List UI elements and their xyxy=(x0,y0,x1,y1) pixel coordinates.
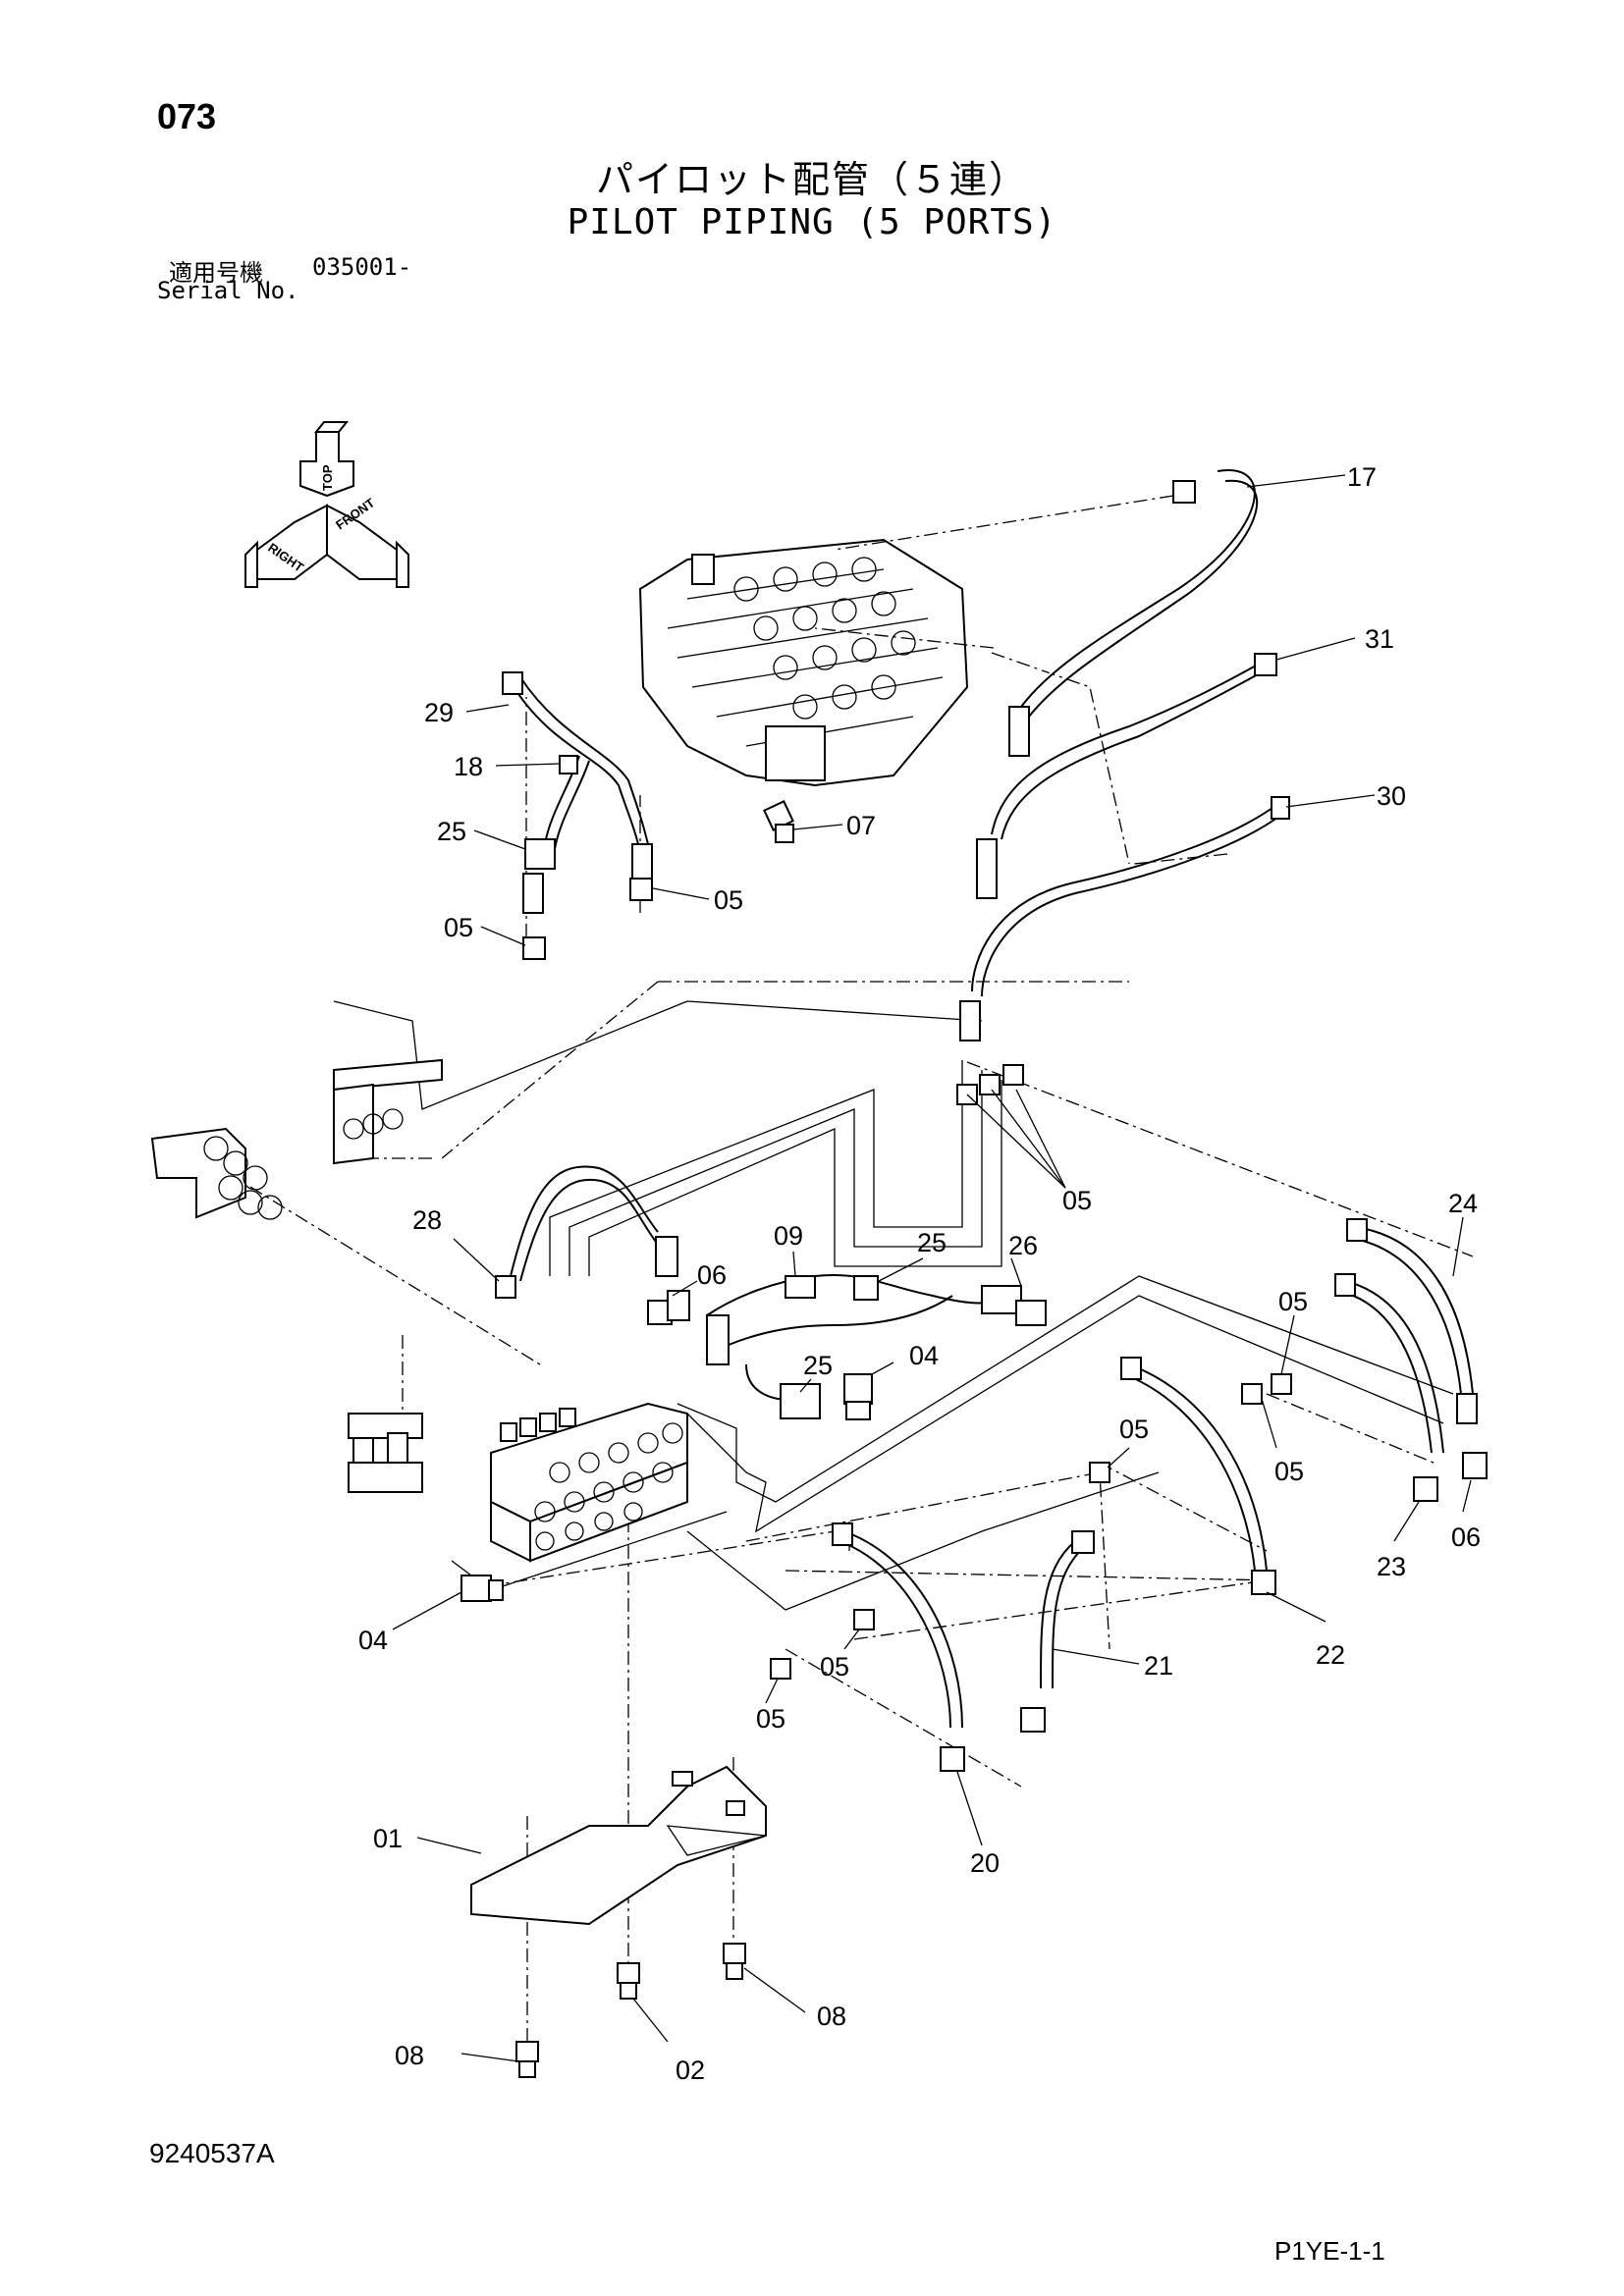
hose-18 xyxy=(522,755,590,914)
routing-outline xyxy=(333,1000,1454,1611)
hose-22 xyxy=(1120,1357,1276,1595)
callout-22: 22 xyxy=(1316,1640,1345,1670)
callout-05-upper-left: 05 xyxy=(444,913,473,942)
callout-30: 30 xyxy=(1377,781,1406,811)
callout-05-lower-right: 05 xyxy=(820,1652,849,1682)
bolt-08-right xyxy=(723,1943,746,1980)
callout-01: 01 xyxy=(373,1824,403,1853)
callout-08-left: 08 xyxy=(395,2041,424,2070)
hose-30 xyxy=(959,796,1290,1041)
callout-09: 09 xyxy=(774,1221,803,1251)
page-title-japanese: パイロット配管（５連） xyxy=(595,158,1028,201)
fitting-06-left xyxy=(647,1290,690,1325)
callout-25-low: 25 xyxy=(803,1351,833,1380)
axis-label-top: TOP xyxy=(320,464,335,491)
callout-26: 26 xyxy=(1008,1231,1038,1260)
serial-label-english: Serial No. xyxy=(157,277,299,304)
hose-31 xyxy=(976,653,1277,899)
pressure-switch-04-low xyxy=(460,1575,504,1602)
leader-lines xyxy=(392,474,1472,2062)
fitting-07 xyxy=(763,800,794,843)
callout-labels: 17 31 29 18 30 25 07 05 05 05 24 09 25 2… xyxy=(358,462,1481,2085)
wiring-harness xyxy=(706,1274,1047,1419)
bottom-plate xyxy=(470,1765,767,1926)
callout-06-right: 06 xyxy=(1451,1522,1481,1552)
callout-06-left: 06 xyxy=(697,1260,727,1290)
callout-25-mid: 25 xyxy=(917,1228,947,1257)
callout-05-mid-right: 05 xyxy=(1119,1415,1149,1444)
serial-label-japanese: 適用号機 xyxy=(169,259,263,287)
pilot-manifold-block xyxy=(490,1402,688,1563)
hose-28 xyxy=(495,1165,678,1299)
callout-25-upper: 25 xyxy=(437,817,466,846)
callout-05-cluster: 05 xyxy=(1062,1186,1092,1215)
callout-07: 07 xyxy=(846,811,876,840)
callout-05-upper-right: 05 xyxy=(714,885,743,915)
callout-02: 02 xyxy=(676,2056,705,2085)
page-number: 073 xyxy=(157,96,217,136)
pressure-switch-04-mid xyxy=(843,1373,873,1420)
callout-08-right: 08 xyxy=(817,2002,846,2031)
callout-04-low: 04 xyxy=(358,1626,388,1655)
callout-24: 24 xyxy=(1448,1189,1478,1218)
page-title-english: PILOT PIPING (5 PORTS) xyxy=(567,202,1057,242)
fitting-06-right xyxy=(1462,1452,1488,1479)
hose-24 xyxy=(1346,1218,1478,1424)
orientation-indicator: TOP RIGHT FRONT xyxy=(244,421,409,588)
hose-17 xyxy=(1008,469,1259,757)
callout-28: 28 xyxy=(412,1205,442,1235)
callout-05-far-right: 05 xyxy=(1274,1457,1304,1486)
hose-20 xyxy=(832,1522,965,1772)
nut-group-right xyxy=(1089,1373,1292,1483)
callout-29: 29 xyxy=(424,698,454,727)
bolt-02 xyxy=(617,1962,640,2000)
bolt-08-left xyxy=(515,2041,539,2078)
callout-04-mid: 04 xyxy=(909,1341,939,1370)
serial-number-range: 035001- xyxy=(312,253,412,281)
callout-05-lower-left: 05 xyxy=(756,1704,785,1734)
callout-31: 31 xyxy=(1365,624,1394,654)
bracket-small xyxy=(348,1413,423,1493)
bracket-far-left xyxy=(150,1127,283,1220)
bracket-left xyxy=(333,1058,443,1165)
hose-21 xyxy=(1020,1530,1095,1733)
callout-23: 23 xyxy=(1377,1552,1406,1581)
control-valve-assembly xyxy=(638,538,969,787)
sheet-code: P1YE-1-1 xyxy=(1274,2236,1385,2266)
callout-05-right: 05 xyxy=(1278,1287,1308,1316)
callout-20: 20 xyxy=(970,1848,1000,1878)
drawing-id: 9240537A xyxy=(149,2138,275,2168)
callout-21: 21 xyxy=(1144,1651,1173,1681)
callout-17: 17 xyxy=(1347,462,1377,492)
callout-18: 18 xyxy=(454,752,483,781)
hose-23 xyxy=(1334,1273,1444,1502)
nut-group-upper xyxy=(522,878,1024,1105)
nut-group-lower xyxy=(770,1609,875,1680)
